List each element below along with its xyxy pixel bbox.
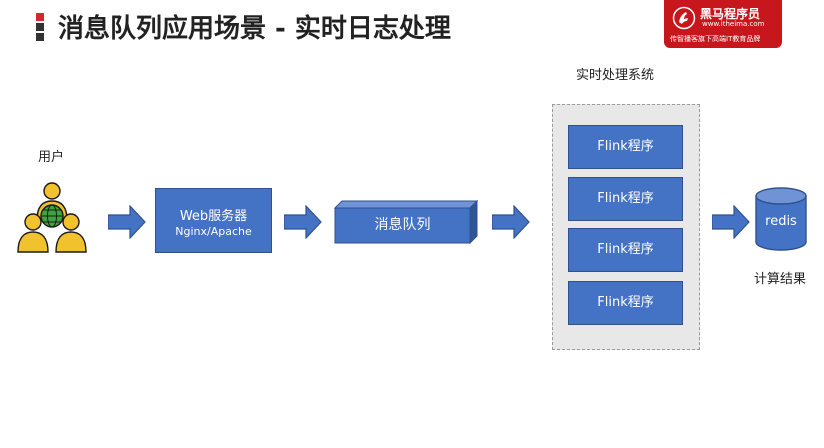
brand-slogan: 传智播客旗下高端IT教育品牌 [670,35,761,43]
arrow-right-icon [712,205,750,239]
brand-logo: 黑马程序员 www.itheima.com 传智播客旗下高端IT教育品牌 [664,0,782,48]
users-group-icon [17,182,87,253]
flink-program-box: Flink程序 [568,177,683,221]
user-label: 用户 [38,150,65,165]
arrow-right-icon [492,205,530,239]
title-marker [36,13,45,43]
message-queue-shape [334,200,478,244]
result-label: 计算结果 [754,272,807,287]
processing-system-label: 实时处理系统 [576,68,655,83]
horse-logo-icon [672,6,696,30]
flink-program-box: Flink程序 [568,125,683,169]
brand-name: 黑马程序员 [700,7,761,21]
web-server-subtitle: Nginx/Apache [175,225,252,238]
arrow-right-icon [284,205,322,239]
web-server-title: Web服务器 [179,209,248,224]
arrow-right-icon [108,205,146,239]
message-queue-label: 消息队列 [374,217,431,233]
flink-program-box: Flink程序 [568,281,683,325]
brand-url: www.itheima.com [702,20,765,28]
redis-database-icon [755,187,807,251]
flink-program-box: Flink程序 [568,228,683,272]
globe-icon [40,204,64,228]
page-title: 消息队列应用场景 - 实时日志处理 [58,14,451,44]
web-server-box: Web服务器 Nginx/Apache [155,188,272,253]
redis-label: redis [765,214,797,229]
